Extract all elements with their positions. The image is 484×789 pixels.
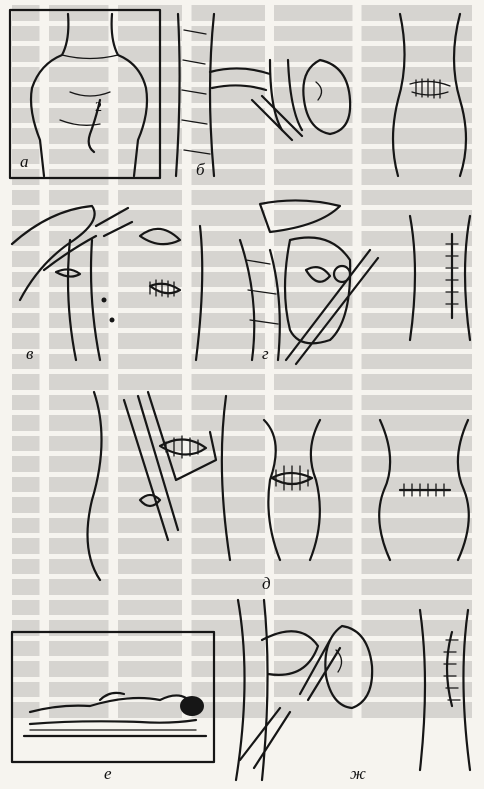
marker-number: 2 [95, 100, 102, 116]
panel-zh-kidney-reimplantation [236, 600, 470, 780]
panel-b-aorta-kidney [176, 14, 466, 176]
panel-d-anastomosis [88, 392, 469, 580]
panel-label-d: д [262, 574, 271, 594]
panel-label-v: в [26, 344, 33, 364]
panel-a-torso [10, 10, 160, 178]
panel-label-a: а [20, 152, 29, 172]
panel-label-e: е [104, 764, 112, 784]
panel-v-arteriotomy [12, 206, 202, 360]
panel-label-zh: ж [350, 764, 366, 784]
panel-label-g: г [262, 344, 269, 364]
panel-label-b: б [196, 160, 205, 180]
panel-g-clamp-dissection [240, 200, 470, 364]
panel-e-patient-position [12, 632, 214, 762]
